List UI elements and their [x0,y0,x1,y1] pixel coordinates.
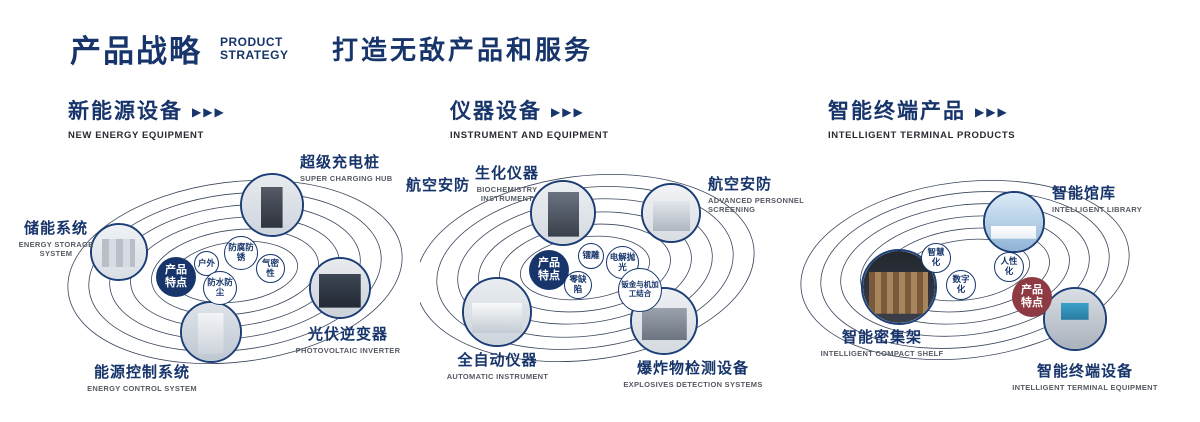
label-photovoltaic-inverter: 光伏逆变器 PHOTOVOLTAIC INVERTER [288,323,408,355]
product-name: 全自动仪器 [457,352,538,369]
page-title: 产品战略 [70,34,202,69]
label-explosives-detection: 爆炸物检测设备 EXPLOSIVES DETECTION SYSTEMS [608,357,778,389]
triple-arrow-icon: ▶▶▶ [975,105,1009,119]
feature-badge-text: 产品特点 [165,264,187,289]
feature-badge-new-energy: 产品特点 [156,257,196,297]
section-head-new-energy: 新能源设备 ▶▶▶ NEW ENERGY EQUIPMENT [68,95,226,141]
page-title-en-line2: STRATEGY [220,48,289,63]
biochemistry-instrument-circle [530,180,596,246]
product-name: 能源控制系统 [93,364,190,381]
feature-bubble: 人性化 [994,252,1024,282]
triple-arrow-icon: ▶▶▶ [551,105,585,119]
energy-storage-circle [90,223,148,281]
label-biochemistry-instrument: 生化仪器 BIOCHEMISTRY INSTRUMENT [452,162,562,204]
feature-bubble: 镭雕 [578,243,604,269]
product-name: 智能密集架 [841,329,922,346]
section-title: 仪器设备 [450,100,542,123]
section-title: 新能源设备 [68,100,183,123]
photovoltaic-inverter-photo [311,259,369,317]
label-intelligent-compact-shelf: 智能密集架 INTELLIGENT COMPACT SHELF [812,326,952,358]
product-name-en: BIOCHEMISTRY INSTRUMENT [476,185,538,204]
label-aviation-security-side: 航空安防 [406,177,471,194]
product-name-en: ENERGY CONTROL SYSTEM [87,384,197,393]
feature-bubble: 数字化 [946,270,976,300]
biochemistry-instrument-photo [532,182,594,244]
product-name-en: ADVANCED PERSONNEL SCREENING [708,196,804,215]
product-name: 生化仪器 [474,165,539,182]
energy-storage-photo [92,225,146,279]
section-title: 智能终端产品 [828,100,966,123]
page-title-en-line1: PRODUCT [220,35,283,49]
super-charging-hub-photo [242,175,302,235]
personnel-screening-photo [643,185,699,241]
product-name-en: AUTOMATIC INSTRUMENT [446,372,549,381]
feature-badge-text: 产品特点 [1021,284,1043,309]
triple-arrow-icon: ▶▶▶ [192,105,226,119]
feature-bubble: 防水防尘 [203,271,237,305]
product-name-en: EXPLOSIVES DETECTION SYSTEMS [623,380,763,389]
super-charging-hub-circle [240,173,304,237]
product-name: 航空安防 [708,176,773,193]
orbit-rings-intelligent-terminal [800,179,1130,361]
product-name-en: INTELLIGENT LIBRARY [1052,205,1143,214]
intelligent-terminal-circle [1043,287,1107,351]
product-name: 超级充电桩 [300,154,381,171]
photovoltaic-inverter-circle [309,257,371,319]
product-name-en: INTELLIGENT COMPACT SHELF [820,349,944,358]
section-subtitle: INSTRUMENT AND EQUIPMENT [450,130,609,141]
energy-control-photo [182,303,240,361]
automatic-instrument-photo [464,279,530,345]
intelligent-library-circle [983,191,1045,253]
feature-bubble: 气密性 [256,254,285,283]
feature-badge-instruments: 产品特点 [529,250,569,290]
intelligent-terminal-photo [1045,289,1105,349]
label-personnel-screening: 航空安防 ADVANCED PERSONNEL SCREENING [708,173,818,215]
personnel-screening-circle [641,183,701,243]
product-name-en: ENERGY STORAGE SYSTEM [18,240,94,259]
feature-bubble: 零缺陷 [564,271,592,299]
energy-control-circle [180,301,242,363]
feature-bubble: 防腐防锈 [224,236,258,270]
page-title-en: PRODUCT STRATEGY [220,35,289,63]
intelligent-library-photo [985,193,1043,251]
section-head-intelligent-terminal: 智能终端产品 ▶▶▶ INTELLIGENT TERMINAL PRODUCTS [828,95,1015,141]
product-name: 爆炸物检测设备 [636,360,749,377]
label-energy-storage: 储能系统 ENERGY STORAGE SYSTEM [18,217,94,259]
label-energy-control: 能源控制系统 ENERGY CONTROL SYSTEM [72,361,212,393]
product-name: 储能系统 [23,220,88,237]
label-super-charging-hub: 超级充电桩 SUPER CHARGING HUB [300,151,393,183]
product-name: 光伏逆变器 [307,326,388,343]
section-head-instruments: 仪器设备 ▶▶▶ INSTRUMENT AND EQUIPMENT [450,95,609,141]
label-intelligent-terminal: 智能终端设备 INTELLIGENT TERMINAL EQUIPMENT [1000,360,1170,392]
product-name-en: INTELLIGENT TERMINAL EQUIPMENT [1012,383,1158,392]
page-slogan: 打造无敌产品和服务 [332,35,594,65]
feature-bubble: 钣金与机加工结合 [618,268,662,312]
product-name: 智能终端设备 [1036,363,1133,380]
feature-badge-intelligent-terminal: 产品特点 [1012,277,1052,317]
label-intelligent-library: 智能馆库 INTELLIGENT LIBRARY [1052,182,1182,214]
section-subtitle: INTELLIGENT TERMINAL PRODUCTS [828,130,1016,141]
product-name: 智能馆库 [1052,185,1117,202]
feature-bubble: 智慧化 [921,243,951,273]
product-name-en: SUPER CHARGING HUB [300,174,393,183]
automatic-instrument-circle [462,277,532,347]
feature-badge-text: 产品特点 [538,257,560,282]
label-automatic-instrument: 全自动仪器 AUTOMATIC INSTRUMENT [430,349,565,381]
section-subtitle: NEW ENERGY EQUIPMENT [68,130,204,141]
product-name-en: PHOTOVOLTAIC INVERTER [295,346,401,355]
